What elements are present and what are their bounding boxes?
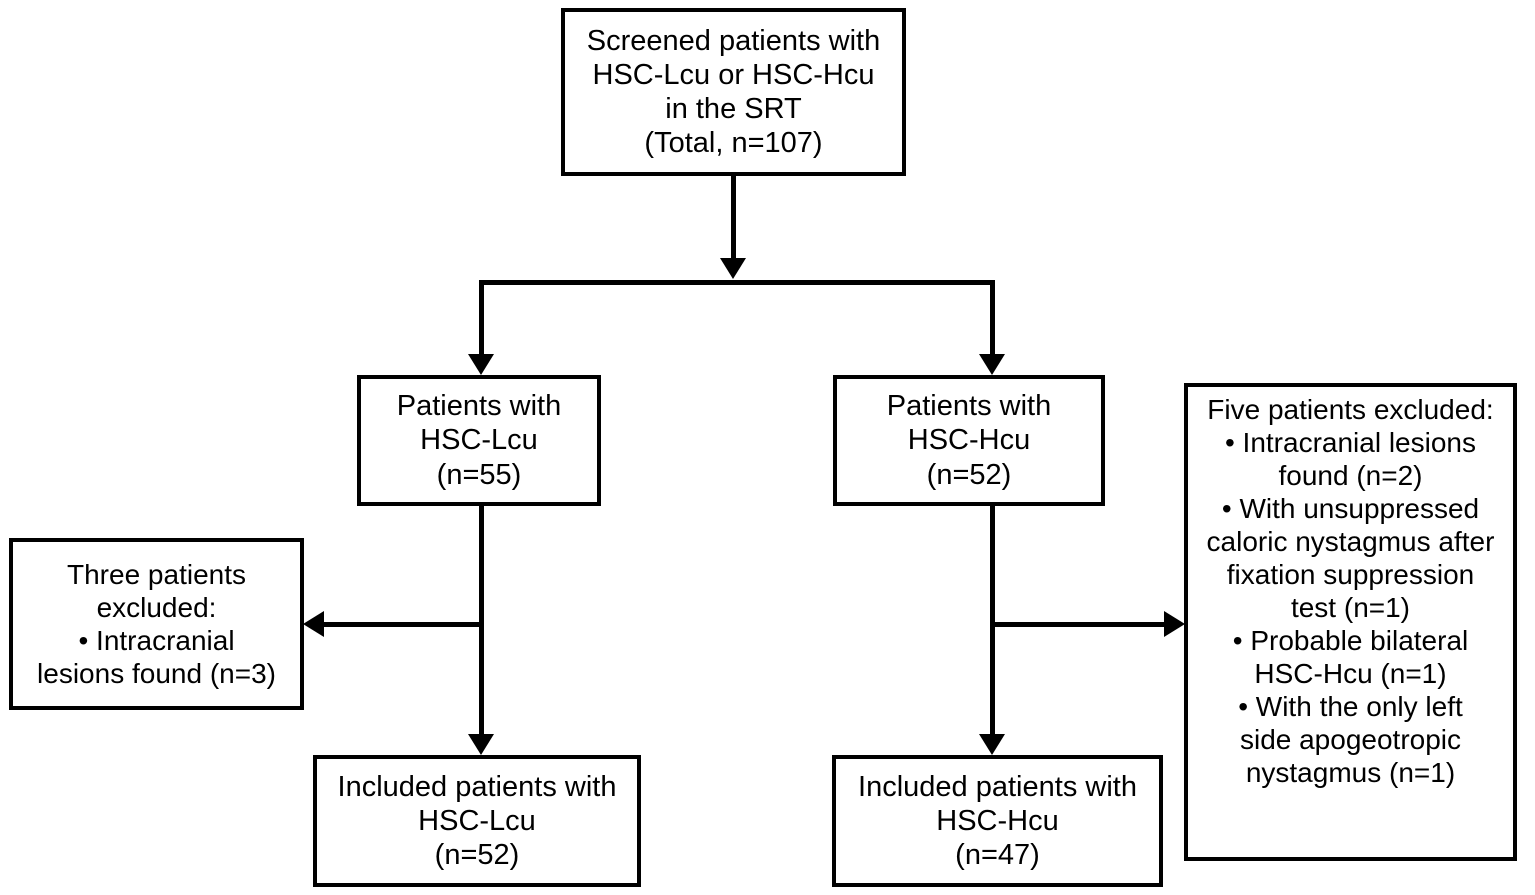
node-patients-hsc-hcu: Patients with HSC-Hcu (n=52) bbox=[833, 375, 1105, 506]
node-included-patients-hsc-lcu: Included patients with HSC-Lcu (n=52) bbox=[313, 755, 641, 887]
arrowhead-excluded-right bbox=[1164, 611, 1185, 637]
connector-split-to-lcu bbox=[479, 280, 484, 358]
node-excluded-five-patients: Five patients excluded: • Intracranial l… bbox=[1184, 383, 1517, 861]
arrowhead-included-hcu-down bbox=[979, 734, 1005, 755]
node-excluded-three-patients: Three patients excluded: • Intracranial … bbox=[9, 538, 304, 710]
connector-hcu-to-excluded bbox=[992, 622, 1166, 627]
arrowhead-hcu-down bbox=[979, 354, 1005, 375]
connector-split-bar bbox=[479, 280, 995, 285]
connector-screened-stem bbox=[731, 176, 736, 262]
arrowhead-included-lcu-down bbox=[468, 734, 494, 755]
node-screened-patients: Screened patients with HSC-Lcu or HSC-Hc… bbox=[561, 8, 906, 176]
node-patients-hsc-lcu: Patients with HSC-Lcu (n=55) bbox=[357, 375, 601, 506]
arrowhead-excluded-left bbox=[303, 611, 324, 637]
arrowhead-lcu-down bbox=[468, 354, 494, 375]
node-included-patients-hsc-hcu: Included patients with HSC-Hcu (n=47) bbox=[832, 755, 1163, 887]
arrowhead-screened-down bbox=[720, 258, 746, 279]
connector-split-to-hcu bbox=[990, 280, 995, 358]
connector-lcu-to-excluded bbox=[322, 622, 484, 627]
